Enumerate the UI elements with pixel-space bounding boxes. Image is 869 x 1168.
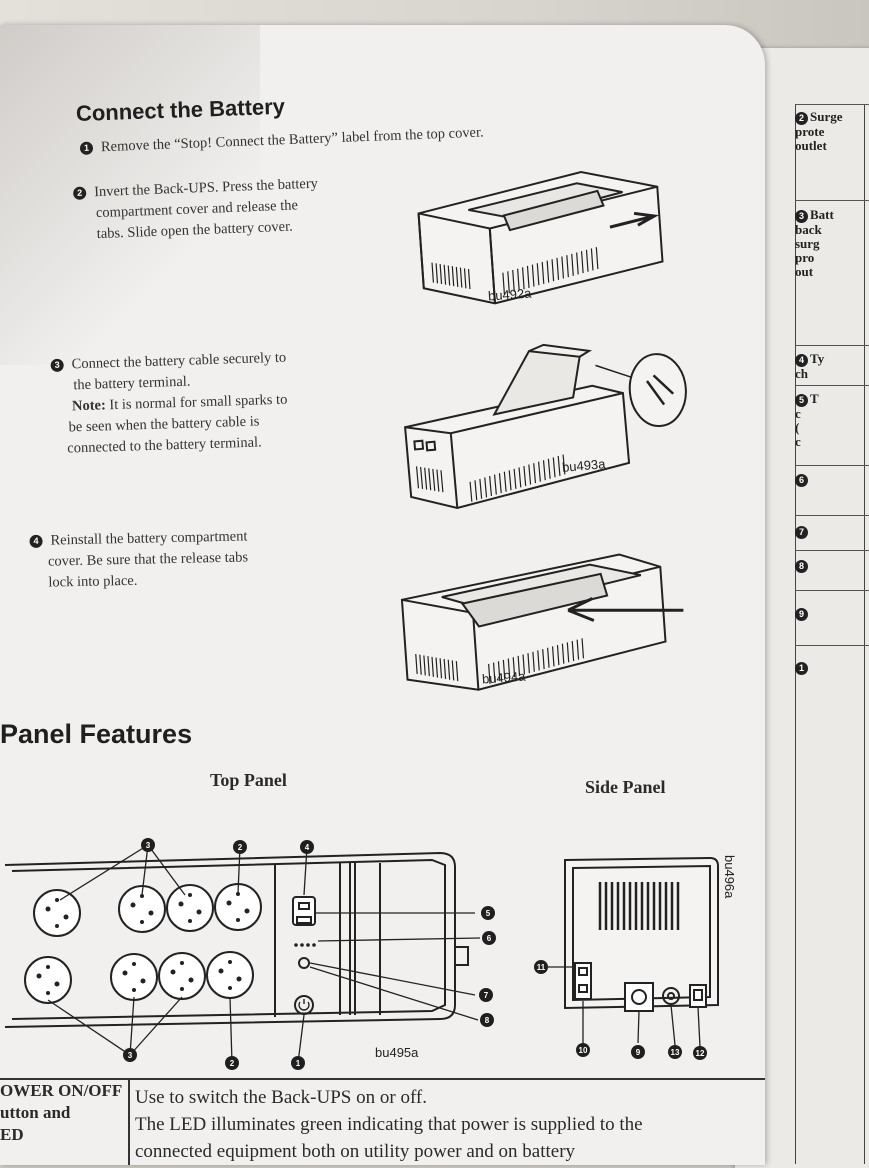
- callout-label: 13: [671, 1048, 680, 1057]
- callout-label: 12: [696, 1049, 705, 1058]
- right-row-number: 3: [795, 210, 808, 223]
- step-number: 4: [29, 534, 43, 549]
- right-row-number: 9: [795, 608, 808, 621]
- callout-label: 8: [485, 1016, 490, 1025]
- callout-label: 3: [146, 841, 151, 850]
- right-table-rule: [795, 590, 869, 591]
- right-row-number: 4: [795, 354, 808, 367]
- table-row-label: OWER ON/OFF utton and ED: [0, 1080, 130, 1165]
- right-row-number: 2: [795, 112, 808, 125]
- callout-label: 11: [537, 963, 546, 972]
- callout-label: 7: [484, 991, 489, 1000]
- note-label: Note:: [71, 397, 107, 415]
- ups-battery-cover-illustration: [417, 170, 664, 305]
- right-table-rule: [795, 200, 869, 201]
- ups-reinstall-cover-illustration: [400, 553, 684, 691]
- table-cell-label: ED: [0, 1125, 24, 1144]
- table-row-description: Use to switch the Back-UPS on or off. Th…: [135, 1084, 765, 1165]
- right-table-rule: [795, 104, 869, 105]
- right-row-text: Surge prote outlet: [795, 110, 843, 153]
- right-row-text: Batt back surg pro out: [795, 208, 834, 279]
- callout-label: 2: [230, 1059, 235, 1068]
- right-row-number: 7: [795, 526, 808, 539]
- right-table-rule: [795, 465, 869, 466]
- step-text: Reinstall the battery compartment: [50, 528, 248, 549]
- right-row-number: 1: [795, 662, 808, 675]
- right-row-text: T c ( c: [795, 392, 819, 449]
- figure-caption: bu494a: [481, 668, 526, 687]
- right-row-number: 8: [795, 560, 808, 573]
- table-cell-text: The LED illuminates green indicating tha…: [135, 1114, 643, 1135]
- callout-label: 3: [128, 1051, 133, 1060]
- page-shadow: [0, 25, 260, 365]
- ups-battery-cable-illustration: [404, 343, 687, 510]
- features-table: OWER ON/OFF utton and ED Use to switch t…: [0, 1078, 765, 1165]
- right-table-rule: [795, 515, 869, 516]
- right-row-10: 1: [795, 660, 869, 675]
- figure-caption: bu492a: [487, 285, 532, 304]
- right-table-border: [864, 104, 865, 1164]
- callout-label: 10: [579, 1046, 588, 1055]
- table-cell-text: connected equipment both on utility powe…: [135, 1141, 576, 1162]
- right-table-border: [795, 104, 796, 1164]
- right-table-rule: [795, 550, 869, 551]
- right-row-6: 6: [795, 472, 869, 487]
- figure-caption: bu495a: [375, 1045, 419, 1060]
- right-row-text: Ty ch: [795, 352, 825, 381]
- step-number: 2: [72, 186, 87, 201]
- top-panel-label: Top Panel: [210, 770, 287, 790]
- right-table-rule: [795, 345, 869, 346]
- callout-label: 2: [238, 843, 243, 852]
- panel-features-title: Panel Features: [0, 719, 193, 749]
- right-table-rule: [795, 645, 869, 646]
- callout-label: 1: [296, 1059, 301, 1068]
- step-text: Connect the battery cable securely to: [71, 349, 287, 373]
- table-cell-label: OWER ON/OFF: [0, 1081, 123, 1100]
- figure-caption: bu496a: [722, 855, 737, 899]
- callout-label: 4: [305, 843, 310, 852]
- right-row-9: 9: [795, 606, 869, 621]
- side-panel-label: Side Panel: [585, 777, 666, 797]
- step-number: 1: [79, 141, 94, 155]
- note-text: It is normal for small sparks to: [105, 391, 288, 414]
- table-cell-text: Use to switch the Back-UPS on or off.: [135, 1087, 428, 1108]
- table-cell-label: utton and: [0, 1103, 71, 1122]
- right-row-7: 7: [795, 524, 869, 539]
- right-row-number: 6: [795, 474, 808, 487]
- right-row-number: 5: [795, 394, 808, 407]
- top-panel-diagram: 3 2 4 5 6 7 8 3 2 1 bu495a: [4, 838, 496, 1070]
- callout-label: 5: [486, 909, 491, 918]
- side-panel-diagram: 11 10 9 13 12 bu496a: [534, 855, 737, 1060]
- callout-label: 9: [636, 1048, 641, 1057]
- step-number: 3: [50, 358, 64, 373]
- right-row-8: 8: [795, 558, 869, 573]
- callout-label: 6: [487, 934, 492, 943]
- right-table-rule: [795, 385, 869, 386]
